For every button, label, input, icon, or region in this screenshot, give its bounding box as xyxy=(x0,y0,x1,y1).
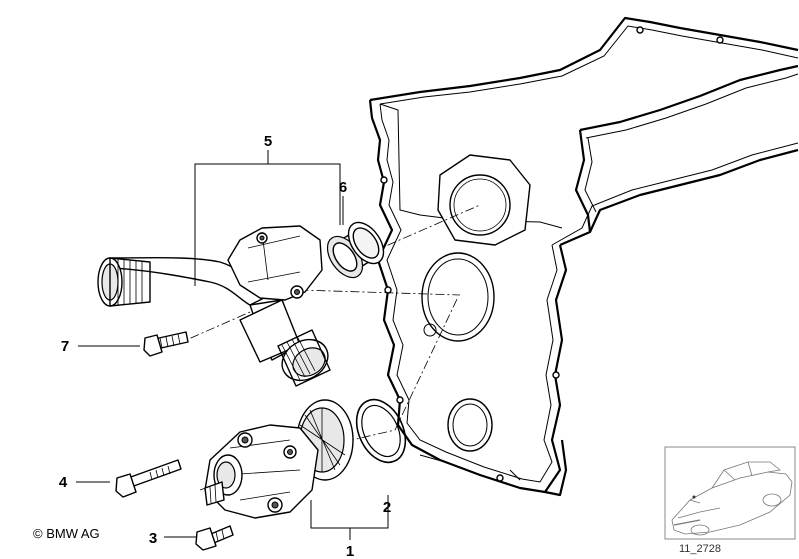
timing-case-cover xyxy=(368,16,799,497)
bolt-7 xyxy=(143,331,189,357)
leader-lines xyxy=(76,150,389,540)
callout-4: 4 xyxy=(59,474,68,491)
seal-ring xyxy=(326,221,385,279)
pipe-connector xyxy=(97,225,331,387)
callout-3: 3 xyxy=(149,530,157,547)
bolt-4 xyxy=(115,459,182,498)
car-thumbnail xyxy=(664,446,796,540)
callout-7: 7 xyxy=(61,338,69,355)
o-ring xyxy=(355,398,407,464)
callout-2: 2 xyxy=(383,499,391,516)
reference-code: 11_2728 xyxy=(679,543,721,555)
copyright-label: © BMW AG xyxy=(33,526,100,541)
callout-6: 6 xyxy=(339,179,347,196)
bolt-3 xyxy=(195,525,234,551)
callout-5: 5 xyxy=(264,133,272,150)
water-pump xyxy=(204,399,354,519)
callout-1: 1 xyxy=(346,543,354,559)
